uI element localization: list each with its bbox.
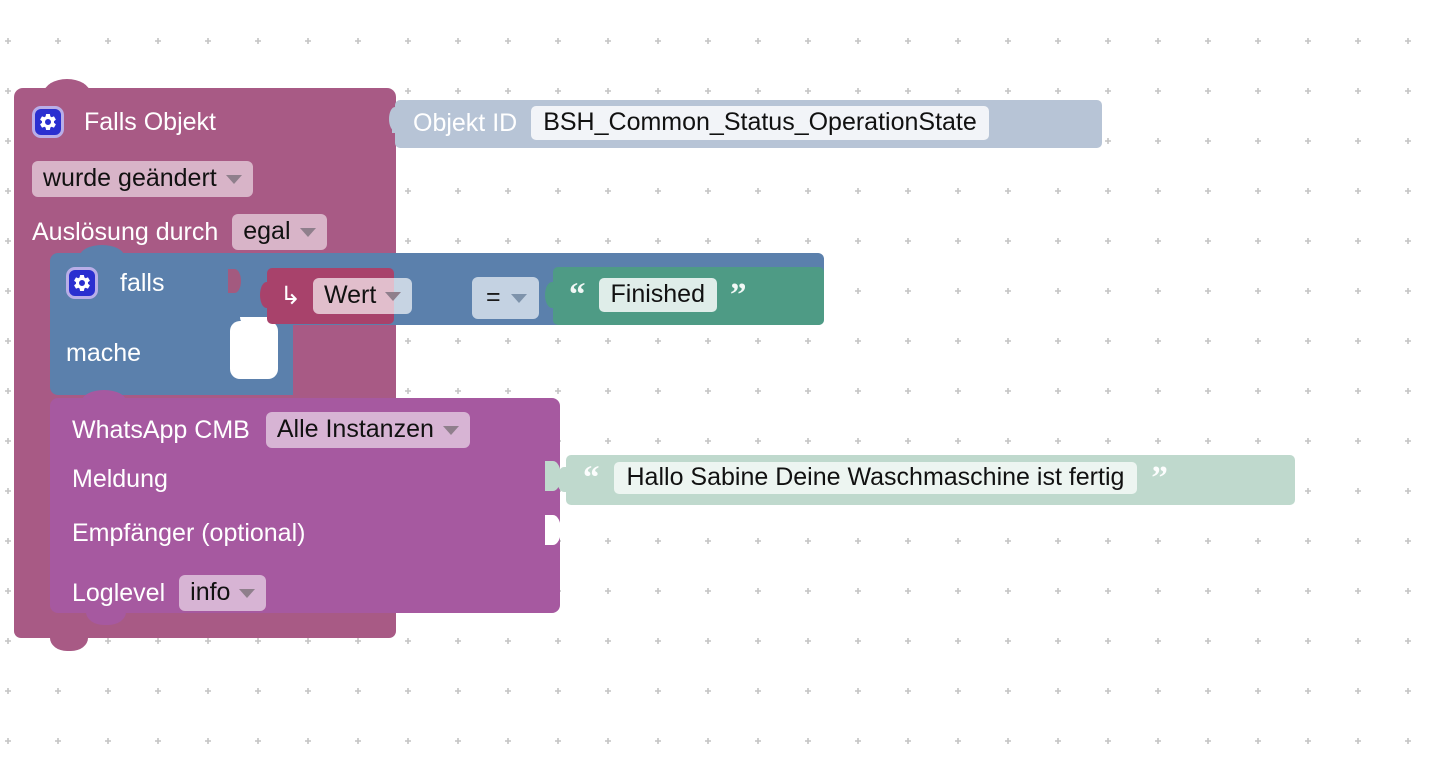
if-label: falls (120, 268, 165, 297)
if-statement-mouth[interactable] (230, 321, 278, 379)
whatsapp-instance-dropdown[interactable]: Alle Instanzen (265, 412, 470, 448)
whatsapp-loglevel-value: info (190, 578, 231, 606)
message-row: “ Hallo Sabine Deine Waschmaschine ist f… (583, 459, 1168, 496)
value-operand-block[interactable]: ↳ Wert (260, 268, 413, 324)
whatsapp-loglevel-label: Loglevel (72, 578, 166, 607)
object-id-label: Objekt ID (413, 108, 518, 137)
if-title-row: falls (66, 267, 164, 299)
return-arrow-icon: ↳ (280, 281, 301, 310)
whatsapp-instance-value: Alle Instanzen (276, 415, 434, 443)
chevron-down-icon (225, 175, 242, 184)
trigger-source-row: Auslösung durch egal (32, 214, 327, 250)
chevron-down-icon (239, 589, 256, 598)
trigger-source-value: egal (243, 217, 291, 245)
do-label: mache (66, 339, 142, 367)
message-input[interactable]: Hallo Sabine Deine Waschmaschine ist fer… (613, 462, 1138, 494)
trigger-source-dropdown[interactable]: egal (232, 214, 327, 250)
close-quote-icon: ” (1151, 459, 1168, 496)
whatsapp-title: WhatsApp CMB (72, 415, 250, 444)
if-condition-socket (228, 269, 241, 293)
chevron-down-icon (510, 294, 527, 303)
open-quote-icon: “ (569, 276, 586, 313)
open-quote-icon: “ (583, 459, 600, 496)
whatsapp-action-block[interactable]: WhatsApp CMB Alle Instanzen Meldung Empf… (50, 390, 561, 625)
recipient-input-socket[interactable] (545, 515, 561, 545)
comparison-operator-dropdown[interactable]: = (472, 277, 539, 319)
whatsapp-message-row: Meldung (72, 467, 168, 492)
trigger-title-row: Falls Objekt (32, 106, 216, 138)
gear-icon[interactable] (66, 267, 98, 299)
object-id-input[interactable]: BSH_Common_Status_OperationState (531, 106, 989, 140)
trigger-title: Falls Objekt (84, 107, 216, 136)
gear-icon[interactable] (32, 106, 64, 138)
trigger-bottom-notch (50, 638, 88, 651)
whatsapp-recipient-row: Empfänger (optional) (72, 521, 305, 546)
whatsapp-message-label: Meldung (72, 465, 168, 493)
trigger-source-label: Auslösung durch (32, 217, 219, 246)
finished-row: “ Finished ” (569, 278, 747, 312)
chevron-down-icon (385, 292, 402, 301)
close-quote-icon: ” (730, 276, 747, 313)
value-operand-row: ↳ Wert (280, 278, 413, 314)
chevron-down-icon (299, 228, 316, 237)
comparison-operator-value: = (486, 283, 501, 311)
object-id-row: Objekt ID BSH_Common_Status_OperationSta… (413, 106, 989, 140)
message-string-block[interactable]: “ Hallo Sabine Deine Waschmaschine ist f… (557, 455, 1295, 505)
trigger-condition-row: wurde geändert (32, 161, 253, 197)
whatsapp-loglevel-dropdown[interactable]: info (179, 575, 267, 611)
trigger-condition-dropdown[interactable]: wurde geändert (32, 161, 253, 197)
if-bottom-extension (230, 377, 293, 395)
string-literal-finished-block[interactable]: “ Finished ” (545, 267, 824, 325)
object-id-block[interactable]: Objekt ID BSH_Common_Status_OperationSta… (389, 100, 1102, 148)
whatsapp-loglevel-row: Loglevel info (72, 575, 267, 611)
finished-input[interactable]: Finished (598, 278, 717, 312)
do-row: mache (66, 341, 141, 366)
trigger-condition-value: wurde geändert (43, 164, 217, 192)
whatsapp-recipient-label: Empfänger (optional) (72, 519, 306, 547)
whatsapp-title-row: WhatsApp CMB Alle Instanzen (72, 412, 470, 448)
value-operand-value: Wert (323, 281, 377, 309)
value-operand-dropdown[interactable]: Wert (312, 278, 413, 314)
chevron-down-icon (442, 426, 459, 435)
if-block[interactable]: falls mache ↳ Wert = (50, 245, 824, 395)
